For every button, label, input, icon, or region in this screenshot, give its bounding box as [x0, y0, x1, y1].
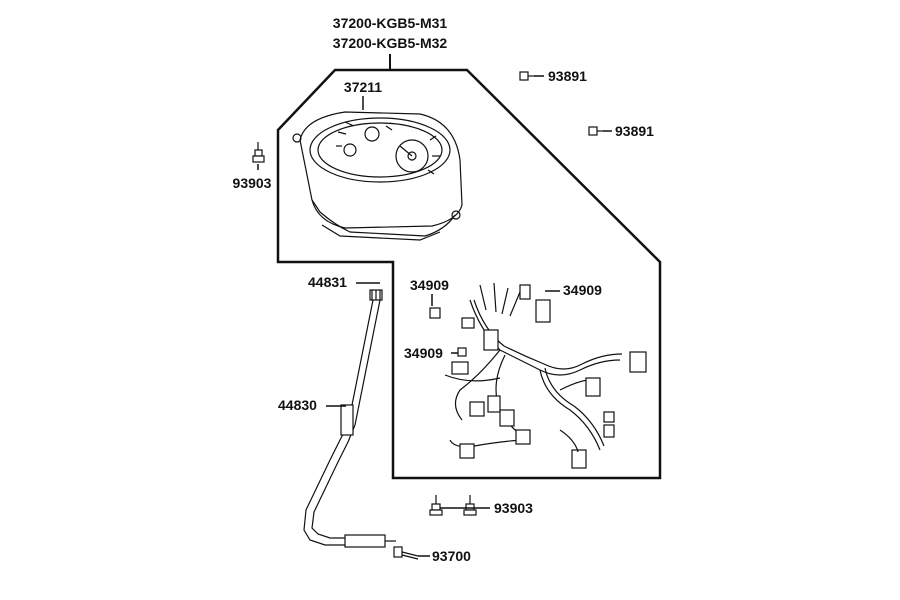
wiring-harness-part [429, 282, 647, 469]
screw-icon [252, 142, 265, 163]
screw-icon [463, 495, 477, 516]
assembly-outline [276, 68, 662, 480]
screw-top-1-callout: 93891 [548, 68, 587, 84]
cable-callout: 44830 [278, 397, 317, 413]
assembly-number-2: 37200-KGB5-M32 [333, 35, 448, 51]
screw-icon [429, 495, 443, 516]
bulb-1-callout: 34909 [410, 277, 449, 293]
screw-bottom-callout: 93903 [494, 500, 533, 516]
screw-top-2-callout: 93891 [615, 123, 654, 139]
bolt-icon [393, 546, 419, 560]
assembly-number-1: 37200-KGB5-M31 [333, 15, 448, 31]
bolt-bottom-callout: 93700 [432, 548, 471, 564]
speedometer-part [292, 111, 463, 241]
speedometer-cable-part [303, 299, 396, 548]
meter-callout: 37211 [344, 79, 382, 95]
bulb-2-callout: 34909 [563, 282, 602, 298]
screw-left-callout: 93903 [233, 175, 272, 191]
cable-gear-part [369, 289, 383, 301]
bulb-3-callout: 34909 [404, 345, 443, 361]
cable-gear-callout: 44831 [308, 274, 347, 290]
screw-icon [519, 71, 534, 81]
screw-icon [588, 126, 603, 136]
